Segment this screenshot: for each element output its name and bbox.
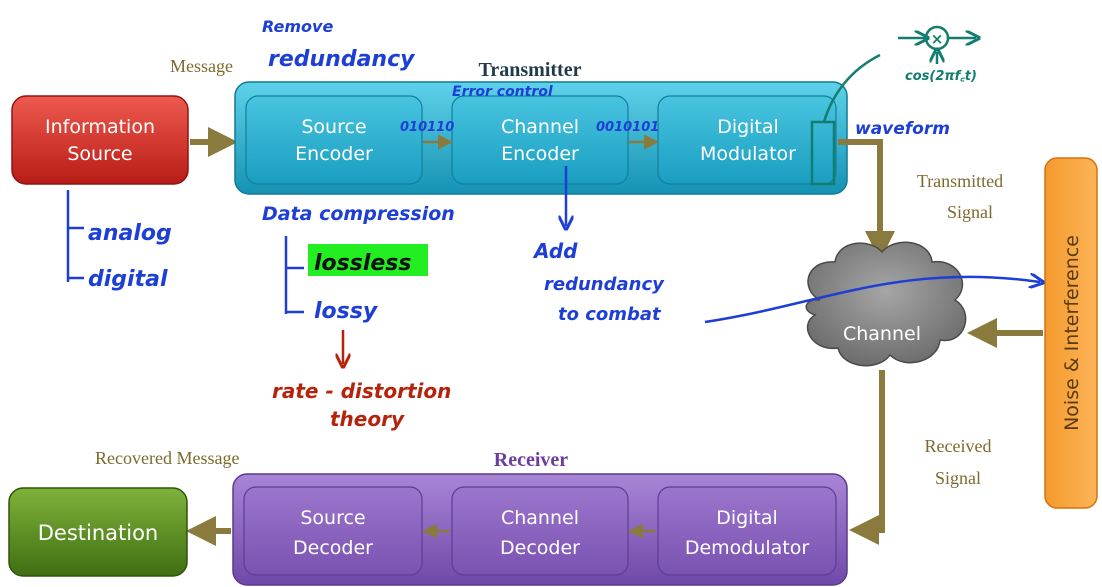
receiver-block: Receiver Source Decoder Channel Decoder … <box>232 449 848 586</box>
digital-demodulator-box <box>657 486 837 576</box>
annot-rate-distortion: rate - distortion <box>272 379 451 403</box>
received-signal-label-1: Received <box>925 436 992 456</box>
arrow-channel-to-receiver <box>849 370 885 545</box>
channel-decoder-label-2: Decoder <box>500 537 580 559</box>
digital-modulator-box <box>657 95 837 185</box>
arrow-transmitter-to-channel <box>838 139 895 261</box>
source-encoder-label-2: Encoder <box>295 143 373 165</box>
channel-encoder-label-1: Channel <box>501 116 579 138</box>
annot-lossless-highlight <box>308 244 428 276</box>
annot-add: Add <box>532 239 578 263</box>
digital-modulator-label-1: Digital <box>717 116 779 138</box>
noise-interference-block: Noise & Interference <box>1044 157 1098 509</box>
annot-modulator-highlight <box>810 120 836 186</box>
channel-decoder-box <box>451 486 629 576</box>
transmitted-signal-label-2: Signal <box>947 202 993 222</box>
source-encoder-label-1: Source <box>301 116 366 138</box>
annot-bits-1: 010110 <box>400 120 454 135</box>
annot-to-combat: to combat <box>558 304 662 325</box>
annot-analog: analog <box>88 221 172 246</box>
receiver-title: Receiver <box>494 449 569 471</box>
digital-modulator-label-2: Modulator <box>700 143 796 165</box>
annot-teal-link <box>822 53 881 123</box>
digital-demodulator-label-1: Digital <box>716 507 778 529</box>
annot-bits-2: 0010101 <box>596 120 659 135</box>
source-decoder-label-1: Source <box>300 507 365 529</box>
message-label: Message <box>170 56 233 76</box>
channel-decoder-label-1: Channel <box>501 507 579 529</box>
noise-label: Noise & Interference <box>1061 235 1083 431</box>
annot-redundancy: redundancy <box>268 47 416 72</box>
annot-error-control: Error control <box>452 84 553 100</box>
info-source-label-1: Information <box>45 116 155 138</box>
channel-label: Channel <box>843 323 921 345</box>
transmitter-block: Transmitter Source Encoder Channel Encod… <box>234 59 848 195</box>
handwritten-annotations: Remove redundancy Error control 010110 0… <box>66 17 1040 431</box>
annot-remove: Remove <box>262 17 333 36</box>
annot-combat-curve <box>704 277 1040 324</box>
recovered-message-label: Recovered Message <box>95 448 239 468</box>
annot-digital: digital <box>88 267 168 292</box>
annot-analog-digital-bracket <box>66 190 84 282</box>
channel-cloud: Channel <box>805 241 967 367</box>
annot-compression-bracket <box>284 236 304 314</box>
annot-redundancy-2: redundancy <box>544 274 665 295</box>
annot-mixer-x: × <box>931 30 944 48</box>
destination-label: Destination <box>38 521 159 545</box>
source-decoder-box <box>243 486 423 576</box>
destination-block: Destination <box>8 487 188 577</box>
information-source-block: Information Source <box>11 95 189 185</box>
annot-theory: theory <box>330 407 405 431</box>
received-signal-label-2: Signal <box>935 468 981 488</box>
annot-waveform: waveform <box>855 119 950 139</box>
digital-demodulator-label-2: Demodulator <box>685 537 810 559</box>
info-source-label-2: Source <box>67 143 132 165</box>
transmitter-title: Transmitter <box>479 59 582 81</box>
source-decoder-label-2: Decoder <box>293 537 373 559</box>
annot-lossy: lossy <box>314 299 379 324</box>
channel-encoder-box <box>451 95 629 185</box>
transmitted-signal-label-1: Transmitted <box>917 171 1003 191</box>
annot-cos-carrier: cos(2πf꜀t) <box>905 69 977 84</box>
annot-lossless: lossless <box>314 251 412 276</box>
channel-encoder-label-2: Encoder <box>501 143 579 165</box>
annot-data-compression: Data compression <box>262 203 455 225</box>
source-encoder-box <box>245 95 423 185</box>
